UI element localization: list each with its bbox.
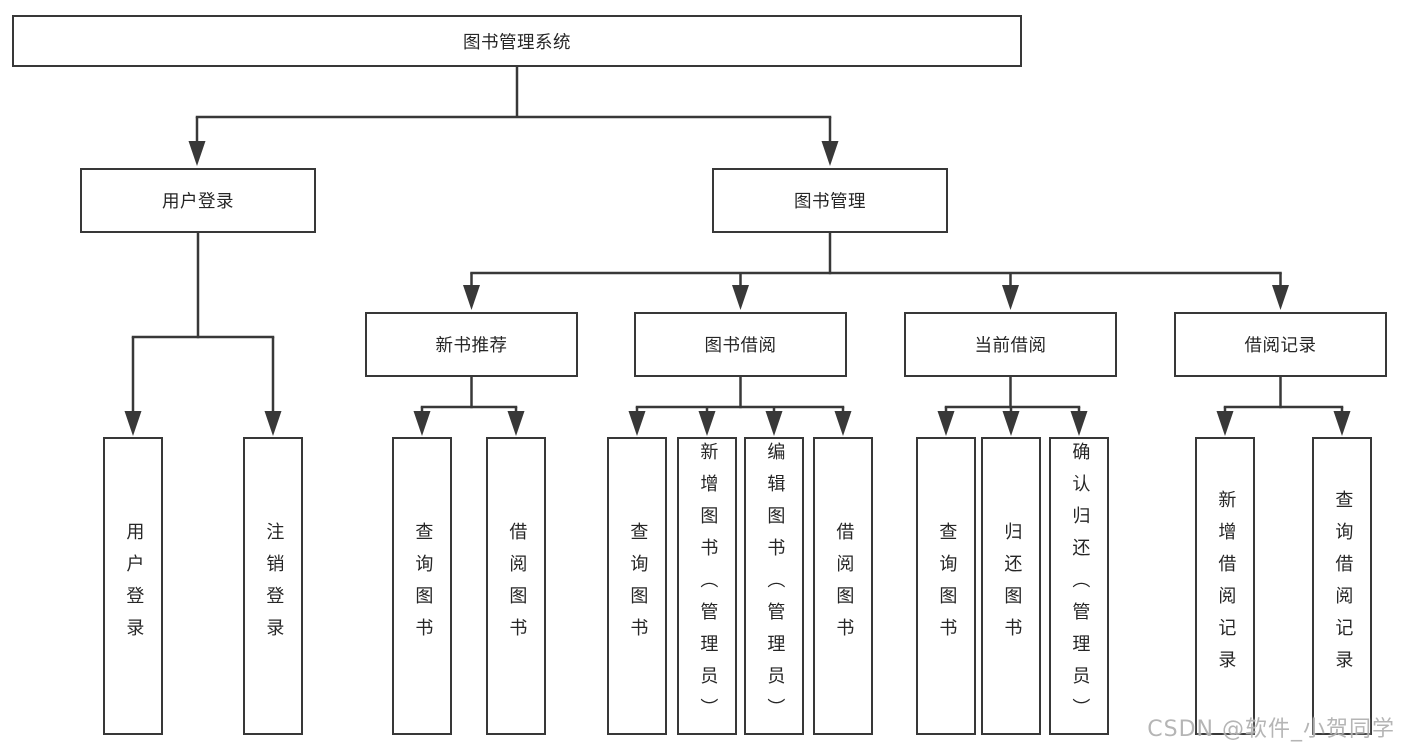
- leaf-records-query-record: 查询借阅记录: [1312, 437, 1372, 735]
- node-label: 新书推荐: [435, 336, 508, 356]
- leaf-current-confirm-return-admin: 确认归还（管理员）: [1049, 437, 1109, 735]
- node-label: 查询借阅记录: [1332, 490, 1354, 682]
- leaf-borrow-add-books-admin: 新增图书（管理员）: [677, 437, 737, 735]
- node-label: 新增图书（管理员）: [697, 442, 719, 730]
- node-new-book-recommend: 新书推荐: [365, 312, 578, 377]
- leaf-current-return-books: 归还图书: [981, 437, 1041, 735]
- node-label: 新增借阅记录: [1215, 490, 1237, 682]
- node-label: 图书借阅: [704, 336, 777, 356]
- node-label: 归还图书: [1001, 522, 1023, 650]
- node-label: 图书管理: [794, 192, 866, 212]
- node-label: 查询图书: [412, 522, 434, 650]
- leaf-newbook-query-books: 查询图书: [392, 437, 452, 735]
- node-label: 编辑图书（管理员）: [764, 442, 786, 730]
- leaf-user-login: 用户登录: [103, 437, 163, 735]
- node-book-management: 图书管理: [712, 168, 948, 233]
- node-label: 借阅图书: [506, 522, 528, 650]
- node-borrow-records: 借阅记录: [1174, 312, 1387, 377]
- node-book-borrow: 图书借阅: [634, 312, 847, 377]
- node-label: 用户登录: [162, 192, 234, 212]
- node-label: 借阅记录: [1244, 336, 1317, 356]
- leaf-records-add-record: 新增借阅记录: [1195, 437, 1255, 735]
- node-library-management-system: 图书管理系统: [12, 15, 1022, 67]
- node-label: 注销登录: [263, 522, 285, 650]
- node-label: 图书管理系统: [463, 32, 571, 53]
- node-user-login: 用户登录: [80, 168, 316, 233]
- node-label: 确认归还（管理员）: [1069, 442, 1091, 730]
- leaf-borrow-borrow-books: 借阅图书: [813, 437, 873, 735]
- node-label: 用户登录: [123, 522, 145, 650]
- leaf-logout-login: 注销登录: [243, 437, 303, 735]
- watermark-text: CSDN @软件_小贺同学: [1147, 717, 1395, 742]
- node-label: 查询图书: [936, 522, 958, 650]
- node-label: 当前借阅: [974, 336, 1047, 356]
- node-current-borrow: 当前借阅: [904, 312, 1117, 377]
- node-label: 查询图书: [627, 522, 649, 650]
- node-label: 借阅图书: [833, 522, 855, 650]
- leaf-borrow-query-books: 查询图书: [607, 437, 667, 735]
- leaf-borrow-edit-books-admin: 编辑图书（管理员）: [744, 437, 804, 735]
- leaf-newbook-borrow-books: 借阅图书: [486, 437, 546, 735]
- leaf-current-query-books: 查询图书: [916, 437, 976, 735]
